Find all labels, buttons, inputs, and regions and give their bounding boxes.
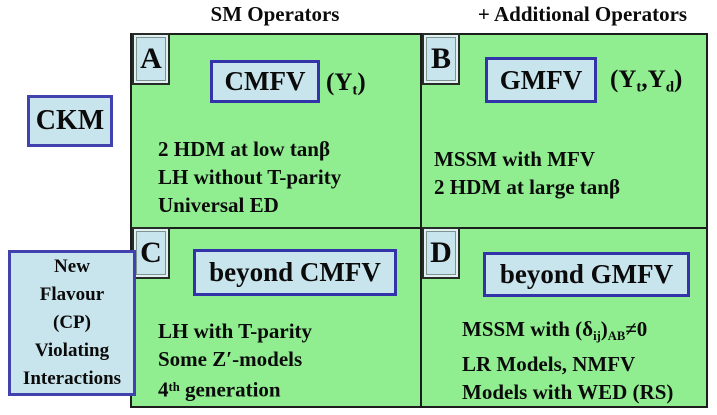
quadrant-a: A CMFV (Yt) 2 HDM at low tanβ LH without… bbox=[132, 33, 422, 229]
quadrant-letter-a: A bbox=[132, 33, 170, 85]
yukawa-params-a: (Yt) bbox=[326, 69, 366, 99]
model-examples-a: 2 HDM at low tanβ LH without T-parity Un… bbox=[158, 135, 341, 219]
model-box-beyond-cmfv: beyond CMFV bbox=[193, 249, 397, 296]
column-header-sm-operators: SM Operators bbox=[210, 2, 340, 26]
example-line: LH with T-parity bbox=[158, 319, 313, 343]
row-label-line: (CP) bbox=[53, 312, 91, 333]
model-box-gmfv: GMFV bbox=[485, 57, 597, 103]
quadrant-c: C beyond CMFV LH with T-parity Some Z′-m… bbox=[132, 227, 422, 406]
example-line: MSSM with MFV bbox=[434, 147, 595, 171]
example-line: 4th generation bbox=[158, 377, 281, 402]
row-label-line: New bbox=[54, 256, 90, 277]
quadrant-letter-b: B bbox=[422, 33, 460, 85]
example-line: 2 HDM at low tanβ bbox=[158, 137, 331, 161]
example-line: 2 HDM at large tanβ bbox=[434, 175, 621, 199]
model-examples-d: MSSM with (δij)AB≠0 LR Models, NMFV Mode… bbox=[462, 315, 673, 406]
model-box-beyond-gmfv: beyond GMFV bbox=[483, 252, 690, 297]
column-header-additional-operators: + Additional Operators bbox=[477, 2, 688, 26]
quadrant-letter-c: C bbox=[132, 227, 170, 279]
row-label-line: Flavour bbox=[39, 284, 105, 305]
row-label-line: Interactions bbox=[22, 368, 122, 389]
example-line: Models with WED (RS) bbox=[462, 379, 674, 404]
row-label-new-flavour: New Flavour (CP) Violating Interactions bbox=[8, 250, 136, 396]
yukawa-params-b: (Yt,Yd) bbox=[610, 66, 683, 96]
example-line: LR Models, NMFV bbox=[462, 351, 636, 376]
quadrant-d: D beyond GMFV MSSM with (δij)AB≠0 LR Mod… bbox=[422, 227, 706, 406]
example-line: LH without T-parity bbox=[158, 165, 342, 189]
example-line: Universal ED bbox=[158, 193, 279, 217]
model-examples-b: MSSM with MFV 2 HDM at large tanβ bbox=[434, 145, 620, 201]
row-label-ckm: CKM bbox=[27, 95, 113, 147]
model-box-cmfv: CMFV bbox=[210, 60, 320, 103]
example-line: Some Z′-models bbox=[158, 347, 303, 371]
model-examples-c: LH with T-parity Some Z′-models 4th gene… bbox=[158, 317, 312, 404]
quadrant-grid: A CMFV (Yt) 2 HDM at low tanβ LH without… bbox=[130, 33, 708, 408]
example-line: MSSM with (δij)AB≠0 bbox=[462, 317, 648, 343]
quadrant-b: B GMFV (Yt,Yd) MSSM with MFV 2 HDM at la… bbox=[422, 33, 706, 229]
row-label-line: Violating bbox=[34, 340, 110, 361]
quadrant-letter-d: D bbox=[422, 227, 460, 279]
